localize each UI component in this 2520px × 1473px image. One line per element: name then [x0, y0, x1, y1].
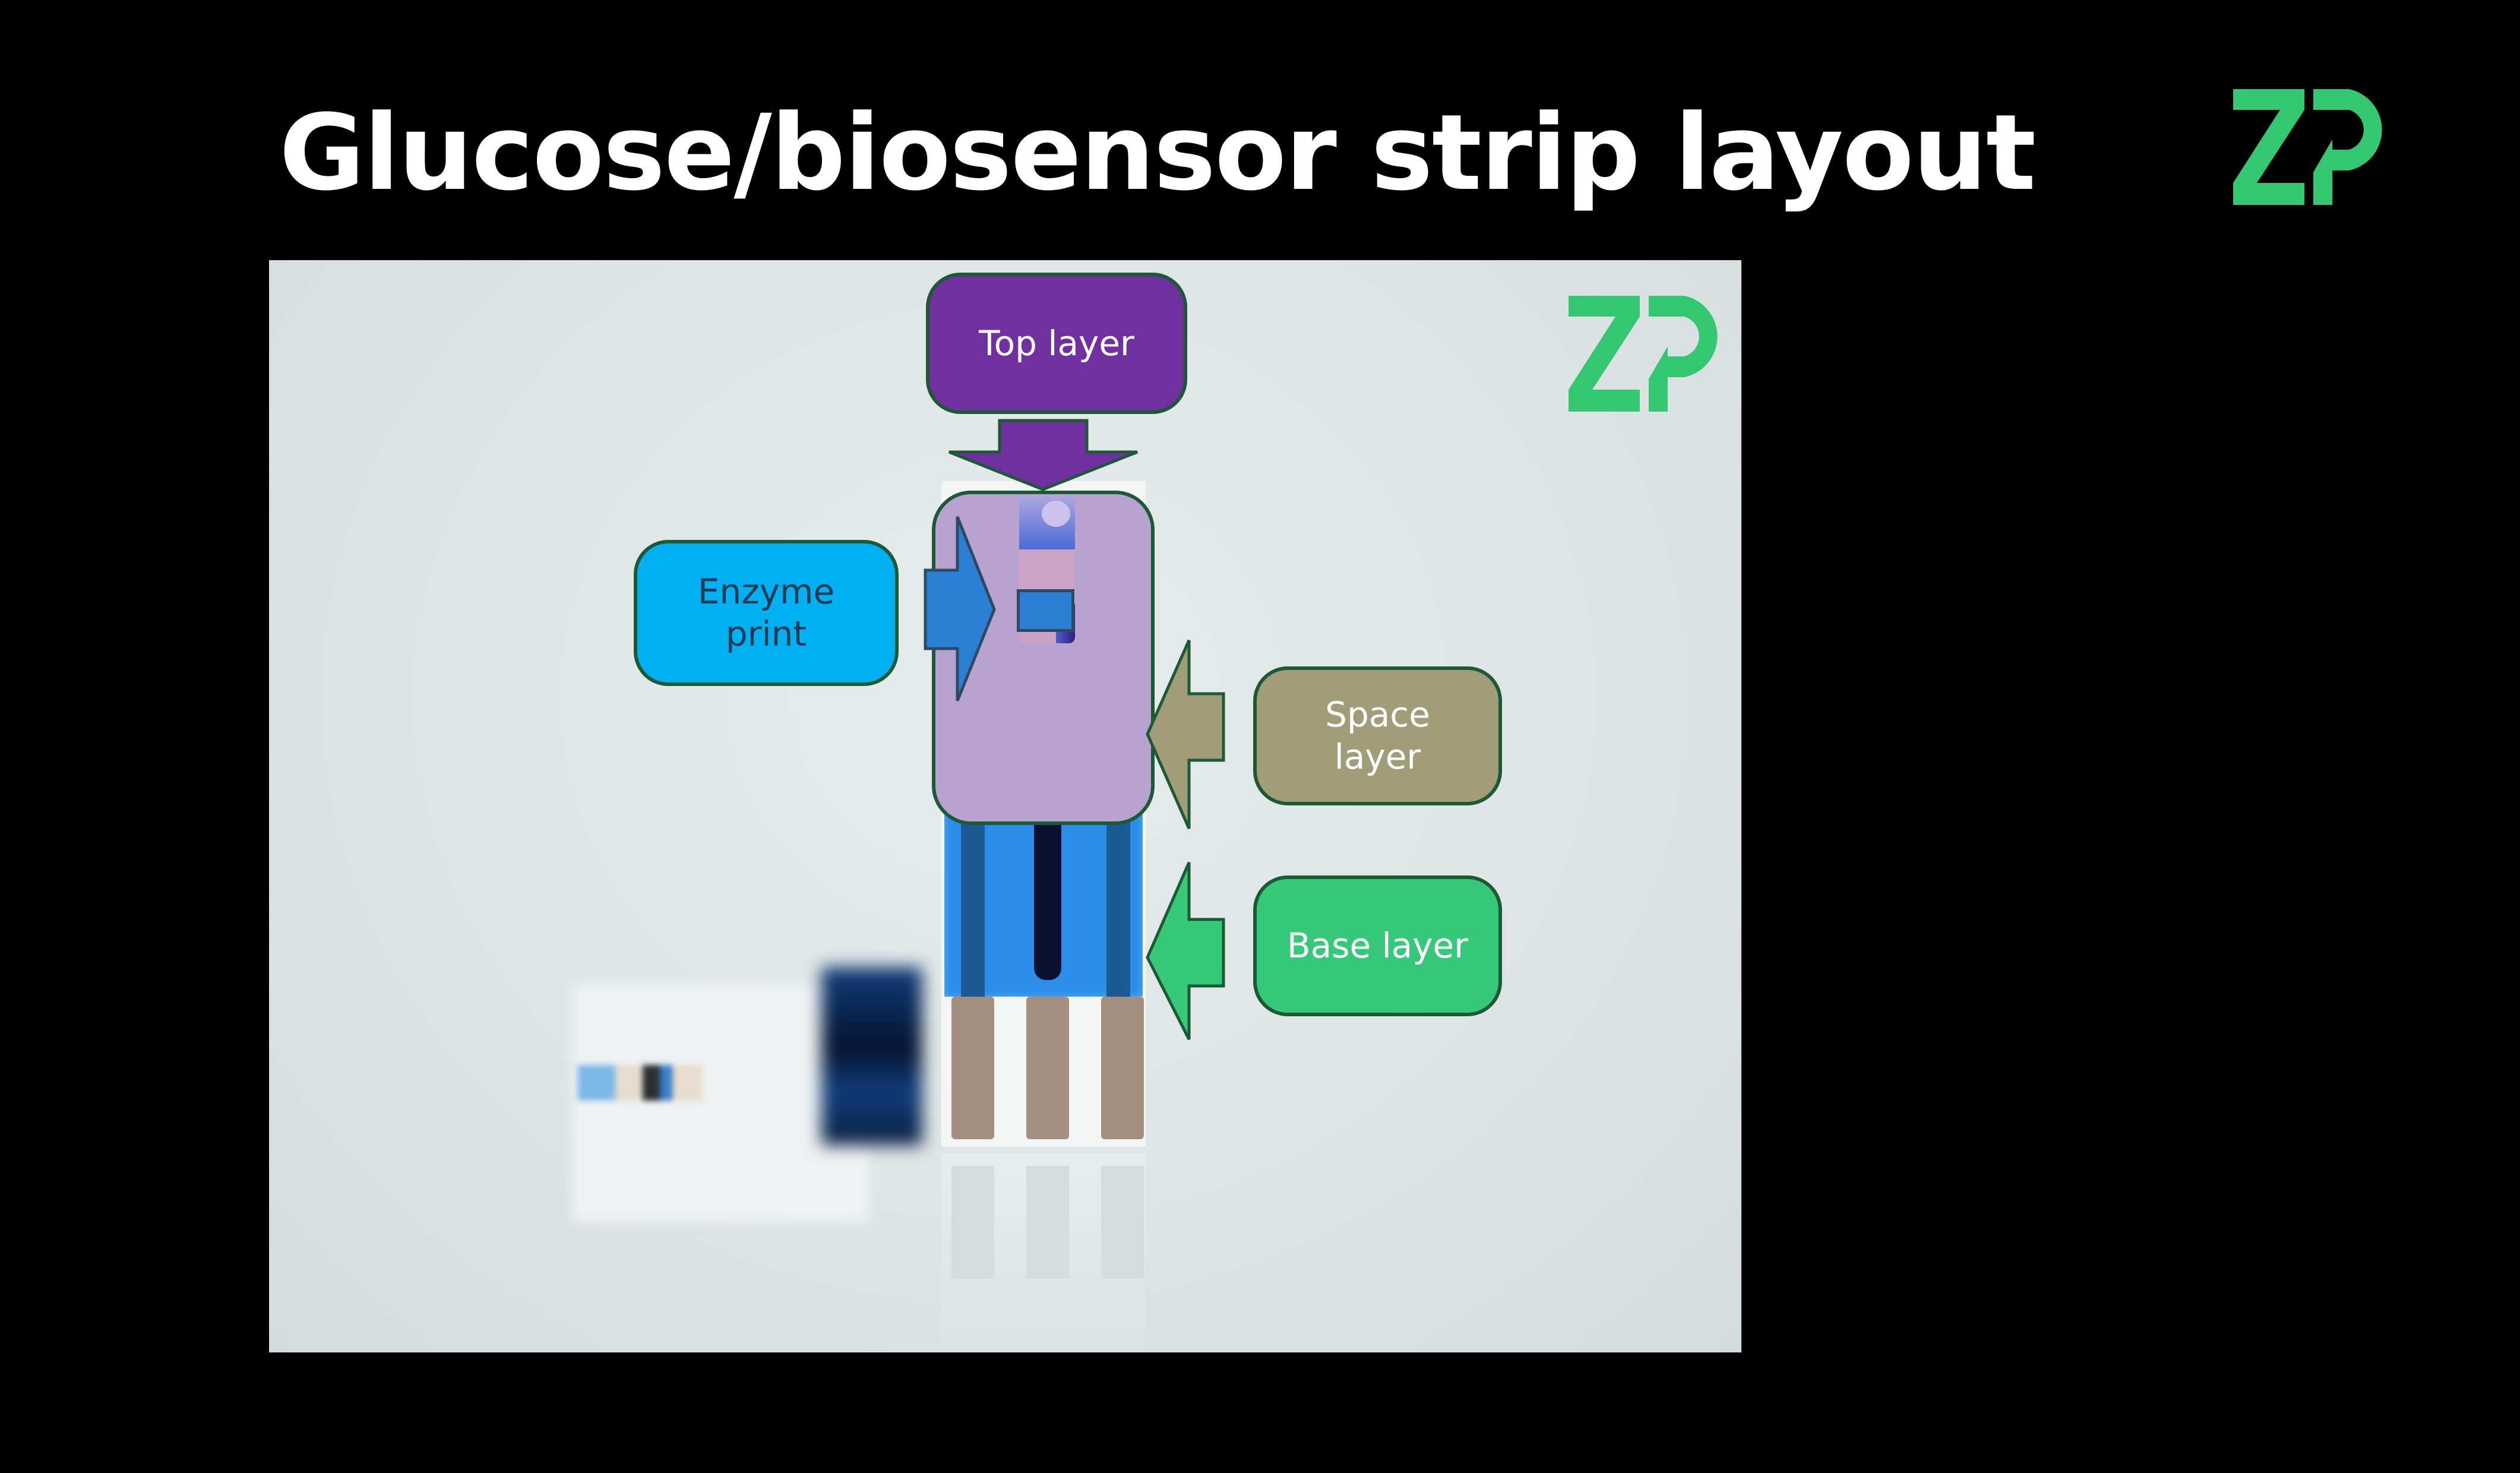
label-enzyme-print-line1: Enzyme	[697, 571, 835, 612]
electrode-trace-left	[961, 808, 985, 997]
contact-pad-center	[1026, 997, 1069, 1139]
label-space-layer-line2: layer	[1334, 736, 1421, 777]
contact-pad-left	[951, 997, 994, 1139]
label-base-layer-text: Base layer	[1286, 925, 1469, 966]
label-enzyme-print-line2: print	[725, 614, 807, 654]
arrow-down-icon	[948, 419, 1138, 491]
label-enzyme-print: Enzyme print	[634, 540, 899, 686]
arrow-right-icon	[924, 516, 996, 701]
electrode-trace-right	[1106, 808, 1130, 997]
contact-pad-right	[1101, 997, 1144, 1139]
enzyme-print-marker	[1017, 589, 1074, 632]
label-top-layer-text: Top layer	[979, 323, 1134, 363]
electrode-trace-center	[1034, 808, 1061, 980]
strip-reflection	[941, 1154, 1146, 1350]
label-top-layer: Top layer	[926, 273, 1187, 414]
background-packaging-blurred	[821, 967, 922, 1145]
arrow-left-icon	[1146, 639, 1225, 830]
background-strip-electrodes	[578, 1065, 703, 1101]
zp-logo-photo	[1569, 296, 1718, 412]
arrow-left-icon	[1146, 861, 1225, 1041]
slide-title: Glucose/biosensor strip layout	[279, 92, 2036, 214]
zp-logo-header	[2233, 89, 2382, 205]
label-space-layer-line1: Space	[1325, 694, 1430, 735]
label-base-layer: Base layer	[1253, 875, 1502, 1016]
background-strip-blurred	[572, 985, 869, 1222]
label-space-layer: Space layer	[1253, 666, 1502, 805]
